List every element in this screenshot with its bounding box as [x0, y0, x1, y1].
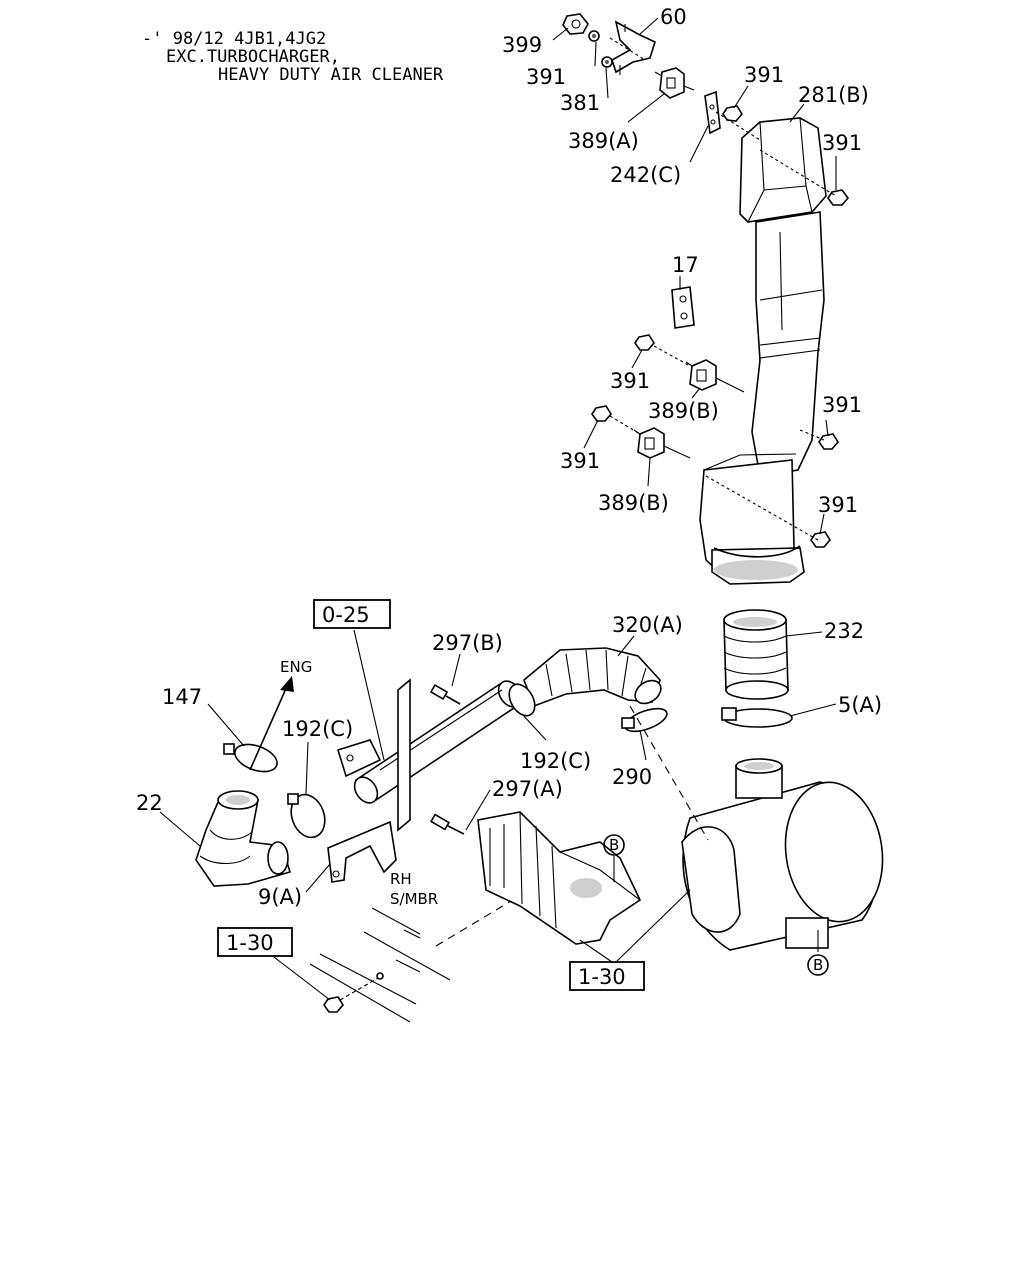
eng-direction-arrow	[249, 676, 294, 771]
bracket-60	[611, 20, 656, 75]
bolt-297a	[429, 813, 465, 835]
marker-b-top: B	[603, 834, 625, 856]
nut-391-g	[810, 531, 831, 548]
ref-label-1-30: 1-30	[226, 931, 274, 955]
callout-192c: 192(C)	[520, 749, 591, 773]
callout-297a: 297(A)	[492, 777, 563, 801]
nut-391-d	[634, 334, 655, 351]
callout-297b: 297(B)	[432, 631, 503, 655]
bolt-297b	[429, 683, 461, 705]
callout-242c: 242(C)	[610, 163, 681, 187]
callout-147: 147	[162, 685, 202, 709]
air-cleaner	[681, 758, 884, 951]
ref-box-0-25[interactable]: 0-25	[313, 599, 391, 629]
callout-232: 232	[824, 619, 864, 643]
side-member-frame	[309, 907, 451, 1023]
callout-22: 22	[136, 791, 163, 815]
clamp-5a	[721, 707, 793, 728]
callout-391: 391	[818, 493, 858, 517]
callout-391: 391	[610, 369, 650, 393]
nut-391-c	[827, 189, 850, 206]
callout-60: 60	[660, 5, 687, 29]
callout-391: 391	[822, 131, 862, 155]
callout-389b: 389(B)	[648, 399, 719, 423]
nut-399	[562, 13, 589, 35]
callout-391: 391	[744, 63, 784, 87]
mount-389b-upper	[685, 359, 745, 393]
hose-232	[723, 609, 789, 700]
ref-label-0-25: 0-25	[322, 603, 370, 627]
intake-duct-281b	[699, 117, 827, 585]
mount-389a	[654, 67, 695, 99]
nut-391-e	[818, 433, 839, 450]
callout-399: 399	[502, 33, 542, 57]
nut-381	[601, 56, 613, 68]
clamp-192c-right	[508, 683, 536, 717]
elbow-hose-320a	[523, 647, 662, 708]
side-member-label: S/MBR	[390, 890, 438, 908]
mount-389b-lower	[633, 427, 691, 459]
callout-389a: 389(A)	[568, 129, 639, 153]
clamp-147	[223, 743, 278, 773]
marker-b-label: B	[813, 956, 823, 974]
elbow-22	[195, 790, 292, 887]
callout-320a: 320(A)	[612, 613, 683, 637]
header-line-2: EXC.TURBOCHARGER,	[166, 47, 340, 67]
callout-281b: 281(B)	[798, 83, 869, 107]
clamp-192c-left	[287, 793, 326, 839]
nut-391-b	[722, 105, 743, 122]
eng-label: ENG	[280, 658, 312, 676]
washer-391-top	[588, 30, 600, 42]
frame-bracket	[477, 811, 642, 945]
callout-391: 391	[822, 393, 862, 417]
callout-391: 391	[560, 449, 600, 473]
ref-box-1-30-left[interactable]: 1-30	[217, 927, 293, 957]
clamp-290	[621, 707, 668, 733]
leader-lines	[159, 17, 837, 1001]
callout-389b: 389(B)	[598, 491, 669, 515]
nut-391-f	[591, 405, 612, 422]
marker-b-label: B	[609, 836, 619, 854]
header-line-3: HEAVY DUTY AIR CLEANER	[218, 65, 444, 85]
ref-box-1-30-right[interactable]: 1-30	[569, 961, 645, 991]
callout-192c: 192(C)	[282, 717, 353, 741]
pipe-bracket	[337, 678, 411, 832]
callout-290: 290	[612, 765, 652, 789]
ref-label-1-30: 1-30	[578, 965, 626, 989]
marker-b-bottom: B	[807, 954, 829, 976]
callout-9a: 9(A)	[258, 885, 302, 909]
bracket-9a	[327, 820, 397, 883]
bracket-242c	[704, 90, 721, 135]
callout-391: 391	[526, 65, 566, 89]
callout-5a: 5(A)	[838, 693, 882, 717]
bolt-bottom	[323, 972, 384, 1013]
header-line-1: -' 98/12 4JB1,4JG2	[142, 29, 326, 49]
callout-17: 17	[672, 253, 699, 277]
callout-381: 381	[560, 91, 600, 115]
rh-label: RH	[390, 870, 412, 888]
plate-17	[671, 286, 695, 329]
